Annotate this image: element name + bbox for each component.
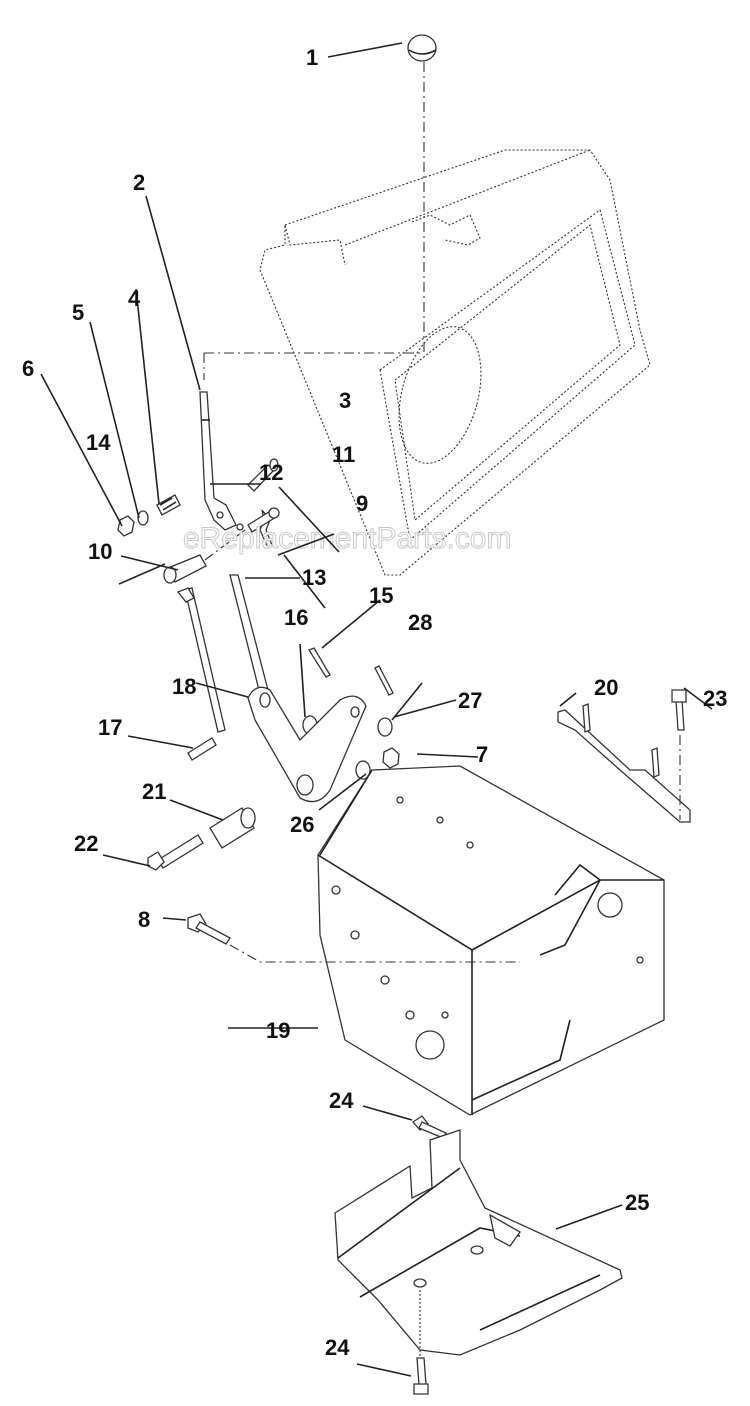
part-shield: [334, 1129, 623, 1370]
part-shift-lever: [199, 391, 244, 531]
callout-23: 23: [703, 686, 727, 711]
callout-17: 17: [98, 715, 122, 740]
callout-1: 1: [306, 45, 318, 70]
callout-25: 25: [625, 1190, 649, 1215]
callout-24-lower: 24: [325, 1335, 350, 1360]
part-bolt-24-upper: [412, 1115, 447, 1139]
callout-8: 8: [138, 907, 150, 932]
callout-labels: 1 2 3 4 5 6 7 8 9 10 11 12 13 14 15 16 1…: [22, 45, 727, 1360]
part-clip-10: [176, 587, 195, 603]
callout-7: 7: [476, 742, 488, 767]
part-pivot: [163, 529, 246, 584]
callout-5: 5: [72, 300, 84, 325]
callout-11: 11: [332, 442, 355, 467]
callout-18: 18: [172, 674, 196, 699]
watermark: eReplacementParts.com: [183, 522, 511, 555]
part-washer-5: [137, 510, 149, 526]
callout-13: 13: [302, 565, 326, 590]
part-knob: [407, 34, 437, 355]
part-spacer: [209, 807, 256, 849]
part-bolt-22: [147, 834, 204, 871]
part-plate: [557, 703, 691, 823]
callout-19: 19: [266, 1018, 290, 1043]
callout-22: 22: [74, 831, 98, 856]
part-nut-7: [382, 747, 400, 769]
part-nut-6: [117, 515, 135, 537]
callout-28: 28: [408, 610, 432, 635]
callout-14: 14: [86, 430, 111, 455]
callout-24-upper: 24: [329, 1088, 354, 1113]
part-spring: [156, 494, 181, 516]
part-bellcrank: [247, 686, 367, 803]
callout-16: 16: [284, 605, 308, 630]
part-screw-23: [671, 689, 687, 820]
part-bolt-8: [187, 913, 520, 963]
callout-21: 21: [142, 779, 166, 804]
callout-15: 15: [369, 583, 393, 608]
part-washer-26: [355, 760, 371, 780]
callout-2: 2: [133, 170, 145, 195]
callout-9: 9: [356, 491, 368, 516]
part-frame: [317, 765, 665, 1116]
part-bolt-9: [247, 507, 280, 533]
part-pin-17: [187, 737, 217, 761]
part-rod-12: [184, 587, 226, 733]
callout-27: 27: [458, 688, 482, 713]
console-housing: [259, 149, 651, 576]
callout-26: 26: [290, 812, 314, 837]
assembly-line: [203, 352, 424, 380]
part-bolt-24-lower: [413, 1357, 429, 1395]
part-cotter-pin-28: [374, 665, 394, 696]
leader-lines: [40, 42, 713, 1377]
callout-12: 12: [259, 460, 283, 485]
callout-10: 10: [88, 539, 112, 564]
callout-6: 6: [22, 356, 34, 381]
callout-3: 3: [339, 388, 351, 413]
callout-4: 4: [128, 286, 141, 311]
callout-20: 20: [594, 675, 618, 700]
part-washer-27: [377, 717, 393, 737]
part-cotter-pin-15: [308, 647, 331, 678]
